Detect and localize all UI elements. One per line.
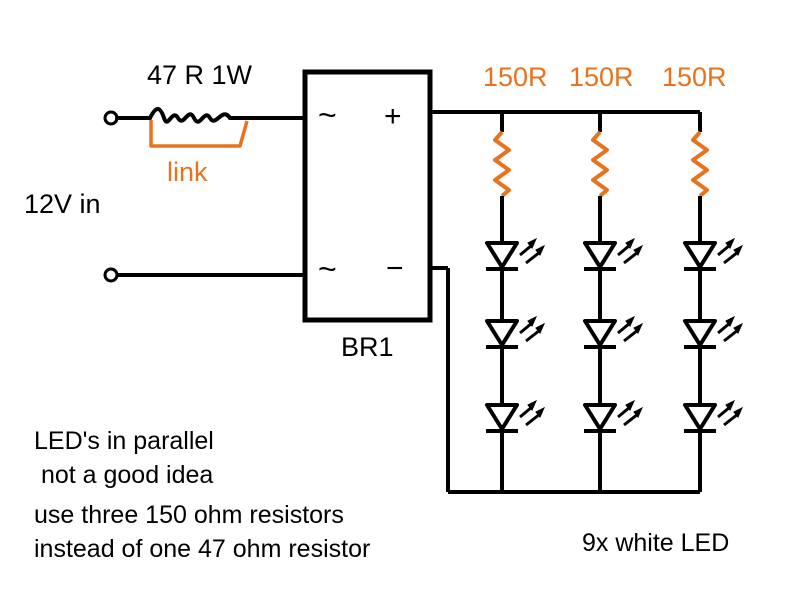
- white-led-9: [683, 399, 744, 433]
- white-led-6: [583, 399, 644, 433]
- link-wire: [149, 120, 249, 148]
- note-line-1: LED's in parallel: [34, 427, 214, 455]
- white-led-3: [485, 399, 546, 433]
- led-resistor-2: [591, 130, 609, 198]
- link-label: link: [167, 157, 208, 187]
- led-resistor-2-label: 150R: [569, 62, 634, 92]
- led-string-3: [683, 112, 744, 492]
- led-resistor-3-label: 150R: [662, 62, 727, 92]
- white-led-7: [683, 237, 744, 271]
- white-led-1: [485, 237, 546, 271]
- input-voltage-label: 12V in: [24, 189, 101, 219]
- bridge-rectifier: [302, 69, 433, 323]
- bridge-minus-symbol: −: [386, 252, 404, 285]
- led-string-2: [583, 112, 644, 492]
- resistor-47r-label: 47 R 1W: [147, 60, 253, 90]
- led-resistor-1: [493, 130, 511, 198]
- bridge-plus-symbol: +: [384, 100, 402, 133]
- resistor-47r: [148, 107, 232, 124]
- white-led-4: [583, 237, 644, 271]
- led-resistor-3: [691, 130, 709, 198]
- bridge-ac1-symbol: ~: [318, 97, 337, 133]
- white-led-8: [683, 315, 744, 349]
- led-count-label: 9x white LED: [582, 529, 729, 557]
- bridge-ac2-symbol: ~: [318, 251, 337, 287]
- bridge-label: BR1: [341, 332, 394, 362]
- white-led-5: [583, 315, 644, 349]
- note-line-3: use three 150 ohm resistors: [34, 501, 344, 529]
- white-led-2: [485, 315, 546, 349]
- input-terminal-bottom: [103, 267, 119, 283]
- led-strings: [485, 112, 744, 492]
- note-line-4: instead of one 47 ohm resistor: [34, 535, 370, 563]
- led-string-1: [485, 112, 546, 492]
- negative-rail: [430, 266, 700, 494]
- note-line-2: not a good idea: [34, 461, 213, 489]
- led-resistor-1-label: 150R: [483, 62, 548, 92]
